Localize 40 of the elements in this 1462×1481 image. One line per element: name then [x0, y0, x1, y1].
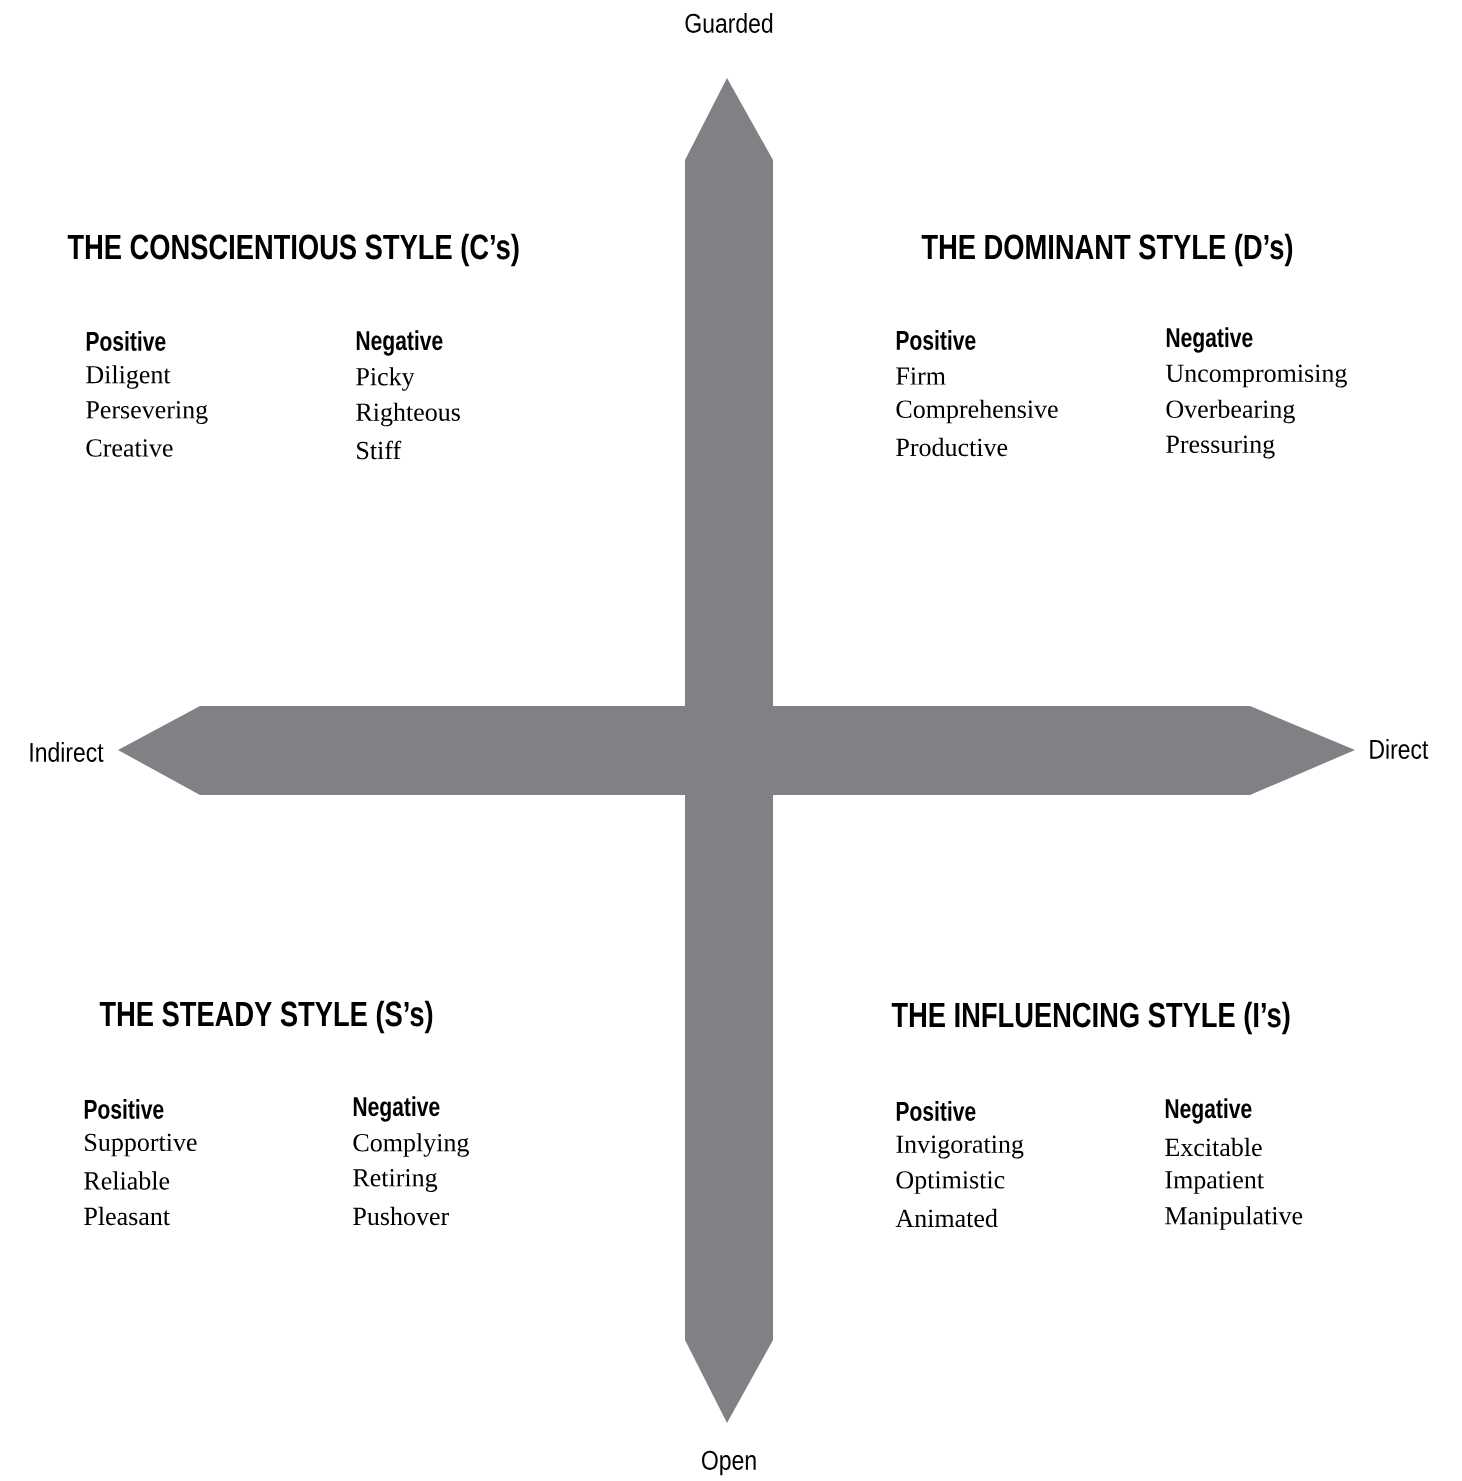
trait-word: Pushover [353, 1206, 449, 1226]
trait-word: Invigorating [896, 1135, 1024, 1159]
column-heading: Negative [356, 330, 443, 356]
trait-word: Overbearing [1166, 399, 1295, 424]
column-heading: Negative [353, 1096, 440, 1122]
trait-word: Complying [353, 1133, 469, 1157]
quadrant-heading: THE DOMINANT STYLE (D’s) [921, 233, 1293, 267]
axis-label: Direct [1370, 739, 1429, 759]
trait-word: Optimistic [896, 1171, 1005, 1194]
trait-word: Righteous [356, 402, 460, 427]
trait-word: Uncompromising [1165, 364, 1347, 388]
axis-label: Open [702, 1450, 756, 1476]
trait-word: Impatient [1165, 1171, 1264, 1194]
axis-label: Indirect [30, 742, 104, 762]
quadrant-heading: THE CONSCIENTIOUS STYLE (C’s) [67, 233, 519, 267]
axis-label: Guarded [685, 13, 773, 33]
trait-word: Creative [86, 439, 173, 457]
trait-word: Excitable [1165, 1137, 1262, 1157]
column-heading: Positive [84, 1099, 164, 1119]
column-heading: Positive [86, 331, 166, 351]
quadrant-heading: THE STEADY STYLE (S’s) [99, 1000, 433, 1034]
trait-word: Diligent [86, 365, 171, 389]
trait-word: Manipulative [1165, 1206, 1303, 1230]
trait-word: Productive [896, 437, 1008, 457]
trait-word: Pressuring [1166, 435, 1275, 459]
trait-word: Reliable [84, 1171, 170, 1190]
trait-word: Comprehensive [896, 399, 1058, 424]
column-heading: Positive [896, 1101, 976, 1121]
trait-word: Firm [896, 367, 946, 385]
trait-word: Supportive [85, 1133, 197, 1157]
trait-word: Pleasant [84, 1206, 170, 1226]
trait-word: Animated [895, 1208, 998, 1228]
column-heading: Negative [1166, 327, 1253, 353]
column-heading: Positive [896, 330, 976, 350]
trait-word: Picky [356, 367, 415, 391]
trait-word: Persevering [86, 401, 208, 424]
trait-word: Stiff [357, 440, 402, 460]
quadrant-heading: THE INFLUENCING STYLE (I’s) [891, 1001, 1290, 1035]
trait-word: Retiring [353, 1169, 438, 1192]
column-heading: Negative [1165, 1098, 1252, 1124]
